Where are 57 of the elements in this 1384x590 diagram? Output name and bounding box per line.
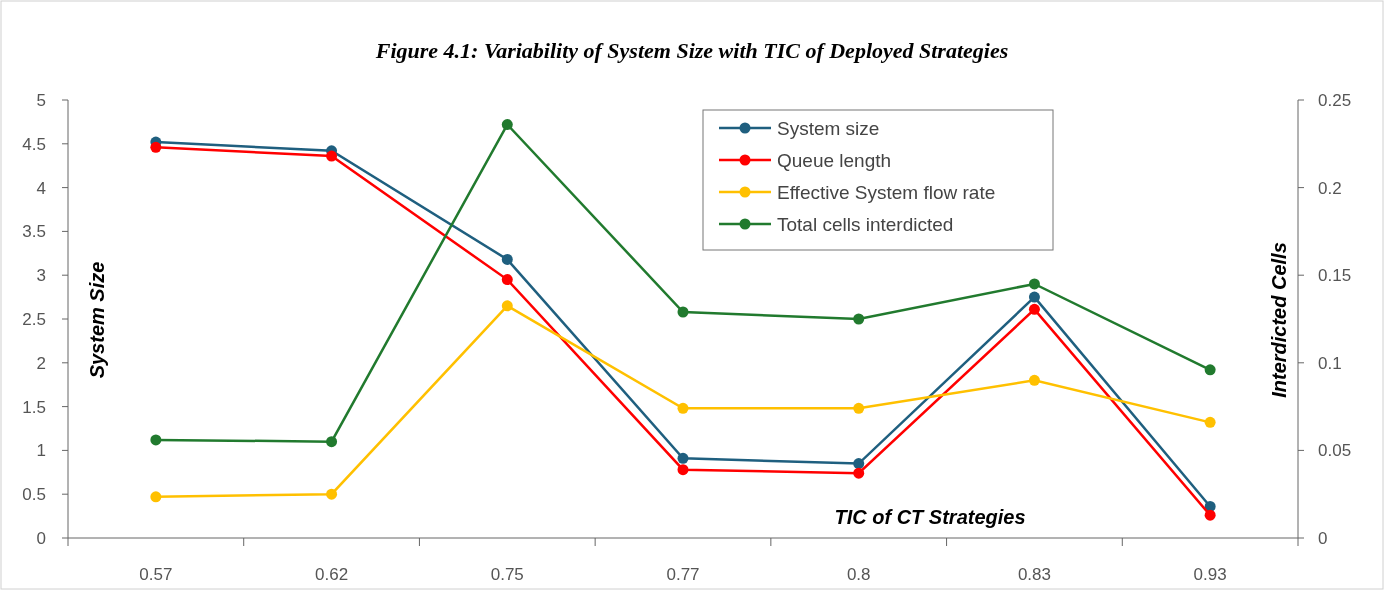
axis-tick-label: 0.57 <box>139 565 173 584</box>
axis-tick-label: 0.75 <box>490 565 524 584</box>
axis-tick-label: 0.83 <box>1017 565 1051 584</box>
point <box>501 300 513 312</box>
axis-tick-label: 0.62 <box>315 565 349 584</box>
point <box>1028 278 1040 290</box>
axis-title: TIC of CT Strategies <box>834 506 1026 528</box>
point <box>326 488 338 500</box>
axis-tick-label: 0.5 <box>22 485 46 505</box>
legend-label: Effective System flow rate <box>777 182 996 203</box>
axis-tick-label: 4 <box>36 178 46 198</box>
point <box>326 150 338 162</box>
axis-tick-label: 0.2 <box>1318 178 1342 198</box>
point <box>853 467 865 479</box>
point <box>1028 291 1040 303</box>
point <box>1204 364 1216 376</box>
chart-title: Figure 4.1: Variability of System Size with TIC of Deployed Strategies <box>375 38 1009 63</box>
legend-label: Total cells interdicted <box>777 214 954 235</box>
point <box>677 452 689 464</box>
axis-tick-label: 0.15 <box>1318 266 1352 286</box>
legend-label: Queue length <box>777 150 892 171</box>
point <box>677 402 689 414</box>
point <box>150 491 162 503</box>
point <box>1204 416 1216 428</box>
axis-tick-label: 0 <box>36 529 46 548</box>
axis-tick-label: 0.1 <box>1318 353 1342 373</box>
point <box>853 458 865 470</box>
point <box>1028 374 1040 386</box>
axis-tick-label: 2 <box>36 353 46 373</box>
point <box>853 313 865 325</box>
point <box>150 141 162 153</box>
axis-title: Interdicted Cells <box>1268 242 1290 398</box>
axis-tick-label: 0.77 <box>666 565 700 584</box>
axis-tick-label: 1.5 <box>22 397 46 417</box>
axis-tick-label: 2.5 <box>22 310 46 329</box>
axis-tick-label: 4.5 <box>22 134 46 154</box>
point <box>326 436 338 448</box>
axis-tick-label: 3 <box>36 266 46 286</box>
axis-tick-label: 1 <box>36 441 46 461</box>
axis-tick-label: 0.8 <box>846 565 871 584</box>
point <box>150 434 162 446</box>
legend-label: System size <box>777 118 880 139</box>
point <box>501 253 513 265</box>
point <box>853 402 865 414</box>
point <box>1028 303 1040 315</box>
axis-tick-label: 0.25 <box>1318 91 1352 110</box>
axis-tick-label: 0.05 <box>1318 441 1352 461</box>
point <box>501 274 513 286</box>
axis-tick-label: 3.5 <box>22 222 46 242</box>
point <box>1204 509 1216 521</box>
axis-tick-label: 0 <box>1318 529 1328 548</box>
axis-tick-label: 0.93 <box>1193 565 1227 584</box>
axis-tick-label: 5 <box>36 91 46 110</box>
point <box>501 119 513 131</box>
point <box>677 464 689 476</box>
axis-title: System Size <box>86 261 108 379</box>
point <box>677 306 689 318</box>
